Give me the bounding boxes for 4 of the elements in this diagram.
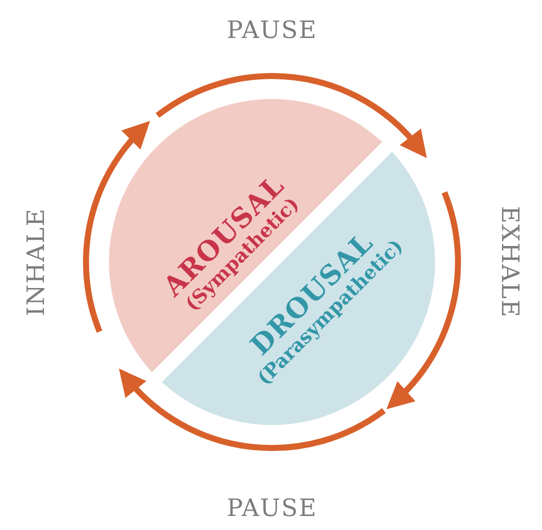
phase-label: INHALE xyxy=(22,208,50,316)
phase-label: PAUSE xyxy=(226,494,318,522)
phase-label: PAUSE xyxy=(226,16,318,44)
phase-label: EXHALE xyxy=(496,206,524,318)
